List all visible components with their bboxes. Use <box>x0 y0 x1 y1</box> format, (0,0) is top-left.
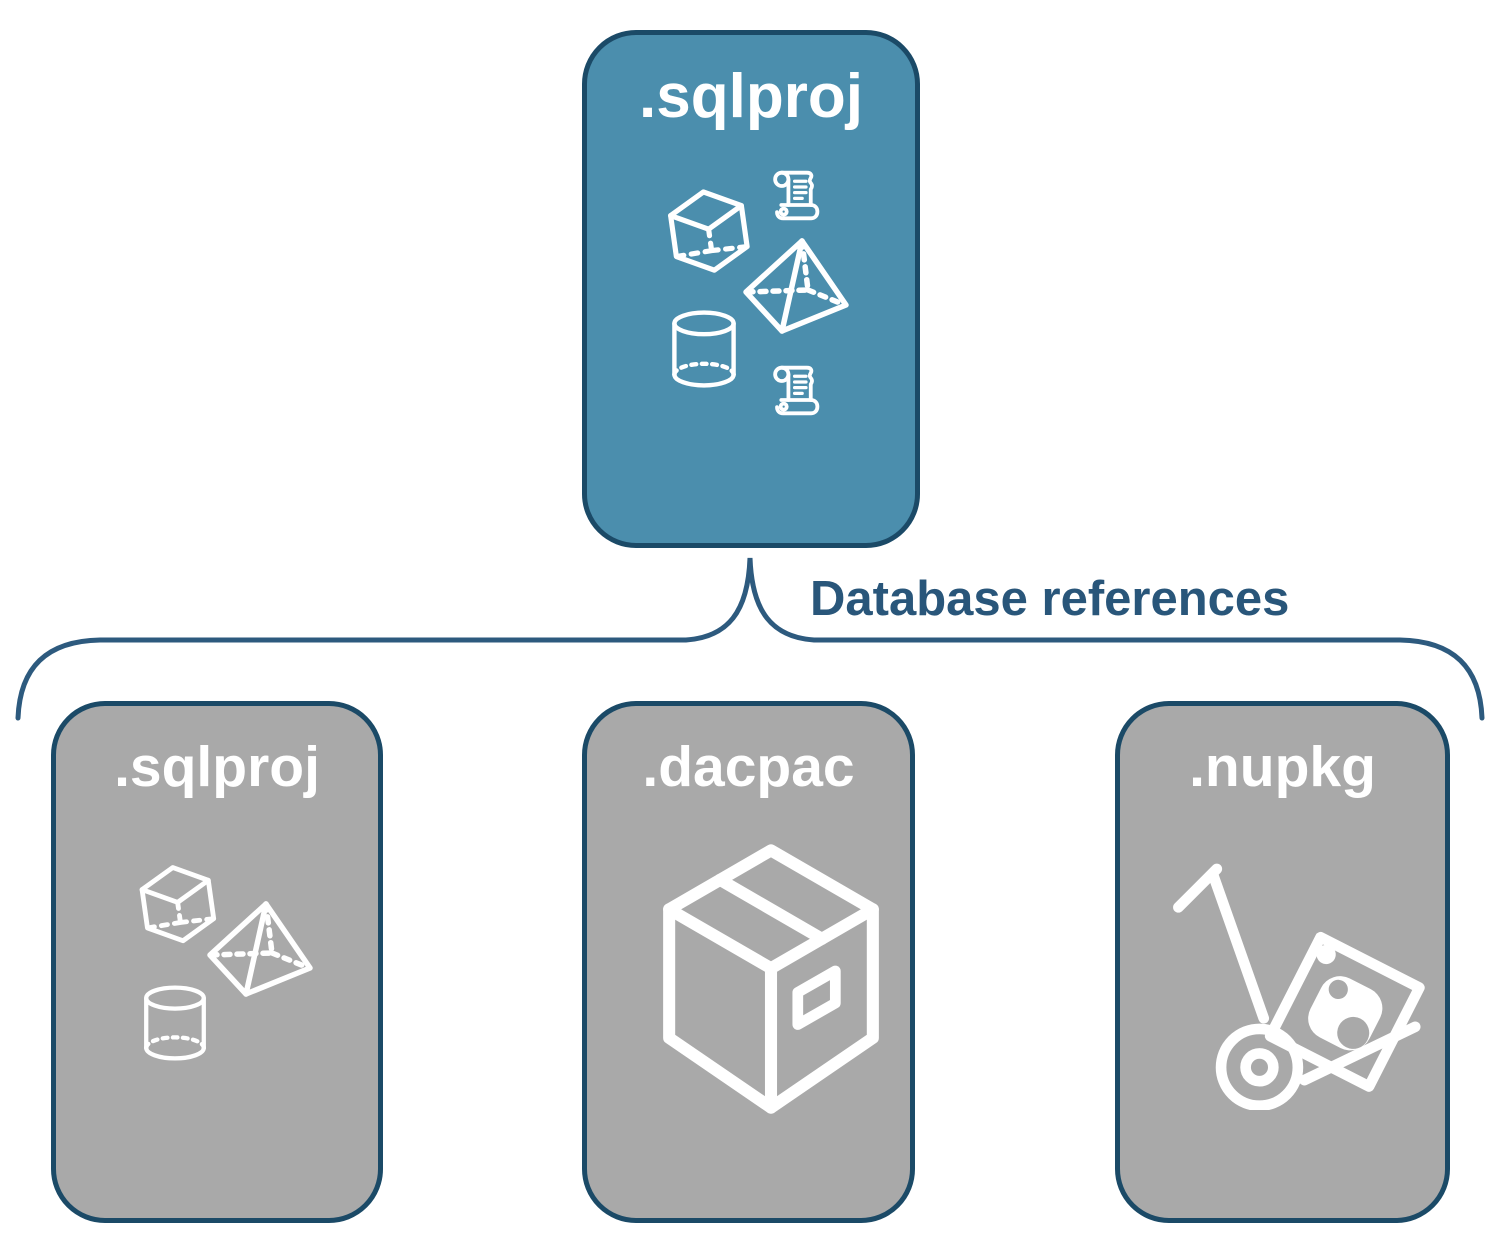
connector-label: Database references <box>810 572 1290 626</box>
pyramid-icon <box>740 235 850 335</box>
child-card-title: .dacpac <box>642 735 855 799</box>
package-box-icon <box>637 839 905 1119</box>
cylinder-icon <box>140 983 210 1063</box>
parent-card-sqlproj: .sqlproj <box>582 30 920 548</box>
child-card-title: .sqlproj <box>114 735 320 799</box>
scroll-icon <box>768 362 825 419</box>
hand-truck-icon <box>1172 854 1428 1110</box>
child-card-dacpac: .dacpac <box>582 701 915 1223</box>
child-card-title: .nupkg <box>1189 735 1376 799</box>
child-card-sqlproj: .sqlproj <box>51 701 383 1223</box>
parent-card-title: .sqlproj <box>639 62 863 131</box>
pyramid-icon <box>204 898 314 998</box>
child-card-nupkg: .nupkg <box>1115 701 1450 1223</box>
scroll-icon <box>768 167 825 224</box>
cylinder-icon <box>668 308 740 390</box>
